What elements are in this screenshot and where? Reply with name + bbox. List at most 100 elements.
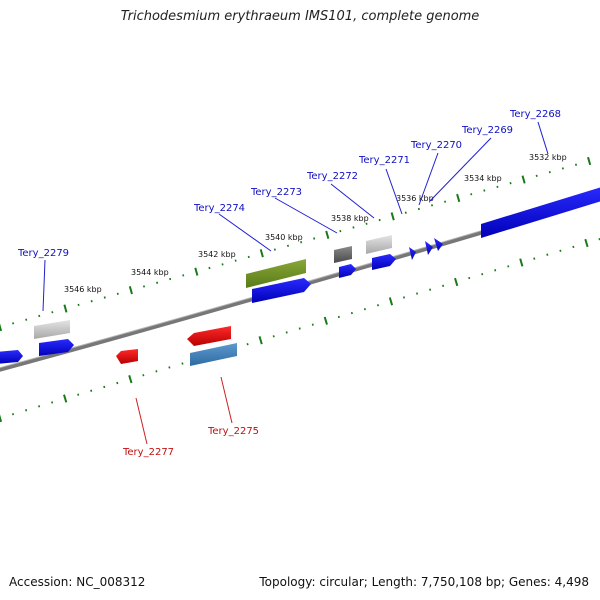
outer-ring-tick [38,314,41,318]
outer-ring-tick [259,249,264,258]
gene-label-tery-2274[interactable]: Tery_2274 [193,203,245,214]
outer-ring-tick [444,200,447,203]
outer-ring-tick [0,323,3,332]
leader-line-tery-2274 [218,213,272,252]
inner-ring-tick [285,331,288,334]
leader-line-tery-2279 [42,259,46,312]
inner-ring-tick [363,307,366,311]
outer-ring-tick [12,322,15,325]
inner-ring-tick [350,311,353,315]
gene-label-tery-2270[interactable]: Tery_2270 [410,140,462,151]
gene-label-tery-2273[interactable]: Tery_2273 [250,187,302,198]
inner-ring-tick [298,327,301,330]
inner-ring-tick [11,412,15,416]
outer-ring-tick [339,229,342,233]
leader-line-tery-2277 [135,397,148,445]
gene-feature[interactable] [481,186,600,238]
inner-ring-tick [337,315,340,319]
inner-ring-tick [454,277,459,287]
inner-ring-tick [442,284,445,288]
outer-ring-tick [325,230,330,239]
inner-ring-tick [63,394,68,403]
gene-feature[interactable] [39,339,74,356]
gene-feature[interactable] [187,326,231,346]
minus-strand-genes [116,326,237,366]
outer-ring-tick [286,244,290,248]
inner-ring-tick [116,381,119,385]
outer-ring-tick [574,163,578,166]
inner-ring-tick [258,336,263,345]
inner-ring-tick [584,238,589,248]
inner-ring-tick [468,276,471,280]
scale-labels: 3532 kbp 3534 kbp 3536 kbp 3538 kbp 3540… [64,153,567,294]
outer-ring-tick [352,226,355,229]
gene-label-tery-2279[interactable]: Tery_2279 [17,248,69,259]
inner-ring-tick [323,316,328,325]
inner-ring-tick [481,272,484,276]
gene-feature[interactable] [409,247,416,260]
gray-feature-box[interactable] [34,320,70,339]
outer-ring-tick [404,211,407,214]
outer-ring-tick [63,304,68,313]
inner-ring-tick [51,401,54,404]
outer-ring-tick [548,170,551,174]
gene-label-tery-2272[interactable]: Tery_2272 [306,171,358,182]
accession-text: Accession: NC_008312 [9,575,146,589]
outer-ring-tick [51,311,54,314]
inner-ring-tick [181,362,184,365]
outer-ring-tick [378,218,381,222]
leader-line-tery-2272 [330,183,375,219]
inner-ring-tick [168,366,171,369]
inner-ring-tick [416,292,419,295]
olive-feature-box[interactable] [246,259,306,288]
leader-line-tery-2273 [274,197,338,234]
outer-ring-tick [25,318,28,321]
scale-label-3546: 3546 kbp [64,285,102,294]
leader-line-tery-2275 [220,376,233,424]
outer-ring-tick [169,277,172,281]
dark-gray-feature-box[interactable] [334,246,352,263]
outer-ring-tick [273,248,276,251]
inner-ring-tick [272,335,275,338]
gene-feature[interactable] [434,238,443,251]
gene-feature[interactable] [372,254,396,270]
inner-ring-tick [429,288,432,291]
leader-line-tery-2271 [385,168,403,215]
gene-label-tery-2277[interactable]: Tery_2277 [122,447,174,458]
scale-label-3532: 3532 kbp [529,153,567,162]
gene-label-tery-2268[interactable]: Tery_2268 [509,109,561,120]
inner-ring-tick [311,323,314,326]
outer-ring-tick [561,167,564,170]
outer-ring-tick [365,222,368,225]
gene-feature[interactable] [116,349,138,364]
outer-ring-tick [521,175,526,184]
gene-feature[interactable] [0,350,23,364]
outer-ring-tick [417,207,420,211]
outer-ring-tick [496,185,499,189]
topology-text: Topology: circular; Length: 7,750,108 bp… [259,575,589,589]
gene-label-tery-2271[interactable]: Tery_2271 [358,155,410,166]
outer-ring-tick [77,303,80,307]
gene-feature[interactable] [425,241,433,255]
outer-ring-tick [313,237,316,240]
inner-ring-tick [38,405,41,408]
inner-ring-tick [388,297,394,306]
scale-label-3544: 3544 kbp [131,268,169,277]
gene-feature[interactable] [252,278,311,303]
outer-ring-tick [208,266,211,270]
inner-ring-tick [494,269,497,272]
leader-lines [42,121,549,445]
inner-ring-tick [507,265,510,268]
inner-ring-tick [402,296,406,299]
gene-label-tery-2275[interactable]: Tery_2275 [207,426,259,437]
inner-ring-tick [128,375,133,384]
leader-line-tery-2270 [418,152,439,206]
steel-feature-box[interactable] [190,343,237,366]
scale-label-3534: 3534 kbp [464,174,502,183]
gray-feature-box[interactable] [366,235,392,254]
outer-ring-tick [470,193,473,196]
gene-label-tery-2269[interactable]: Tery_2269 [461,125,513,136]
gene-feature[interactable] [339,264,356,278]
